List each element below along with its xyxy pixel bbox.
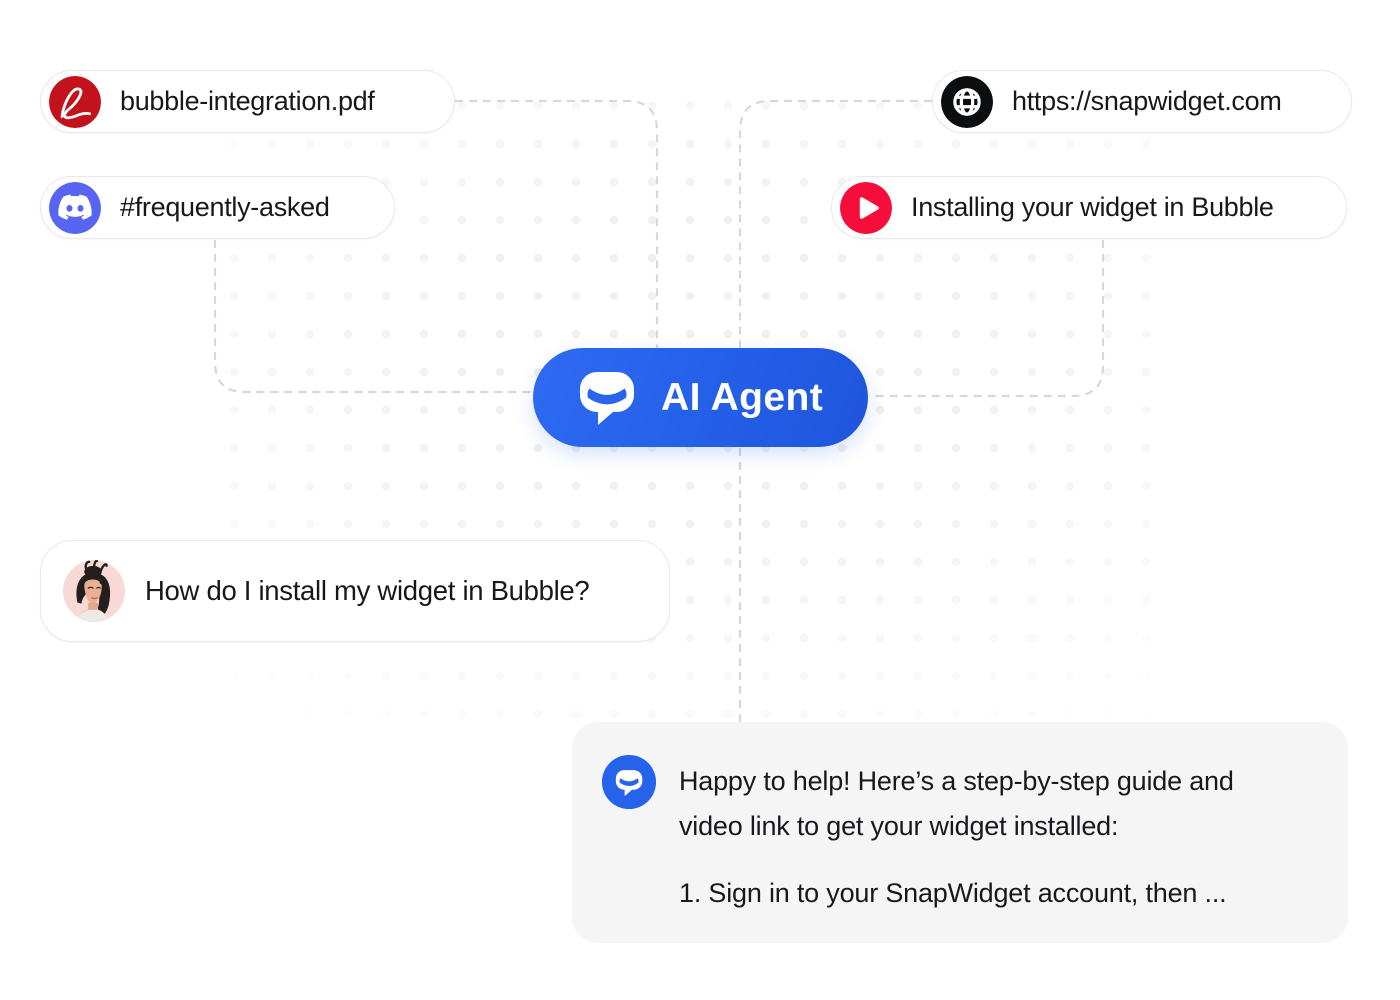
user-question-label: How do I install my widget in Bubble? xyxy=(145,575,590,606)
answer-list-item: 1. Sign in to your SnapWidget account, t… xyxy=(679,878,1227,908)
agent-answer-bubble: Happy to help! Here’s a step-by-step gui… xyxy=(572,722,1348,943)
connector-video-agent xyxy=(869,240,1105,398)
connector-discord-agent xyxy=(213,240,533,394)
source-chip-label: bubble-integration.pdf xyxy=(120,86,375,116)
discord-icon xyxy=(49,181,101,234)
source-chip-label: https://snapwidget.com xyxy=(1012,86,1282,116)
source-chip-website: https://snapwidget.com xyxy=(932,70,1352,133)
connector-pdf-agent xyxy=(455,99,659,350)
pdf-icon xyxy=(49,75,101,128)
source-chip-label: Installing your widget in Bubble xyxy=(911,192,1274,222)
ai-agent-pill: AI Agent xyxy=(533,348,868,447)
source-chip-label: #frequently-asked xyxy=(120,192,330,222)
user-question-pill: How do I install my widget in Bubble? xyxy=(40,540,670,642)
source-chip-discord: #frequently-asked xyxy=(40,176,395,239)
answer-line: Happy to help! Here’s a step-by-step gui… xyxy=(679,766,1234,796)
chat-bubble-icon xyxy=(602,755,656,809)
source-chip-pdf: bubble-integration.pdf xyxy=(40,70,455,133)
connector-website-agent xyxy=(738,99,932,350)
play-icon xyxy=(840,181,892,234)
chat-bubble-icon xyxy=(575,365,639,431)
agent-answer-text: Happy to help! Here’s a step-by-step gui… xyxy=(679,759,1234,916)
user-avatar xyxy=(63,560,125,622)
globe-icon xyxy=(941,75,993,128)
answer-line: video link to get your widget installed: xyxy=(679,811,1119,841)
source-chip-video: Installing your widget in Bubble xyxy=(831,176,1347,239)
ai-agent-label: AI Agent xyxy=(661,375,824,419)
